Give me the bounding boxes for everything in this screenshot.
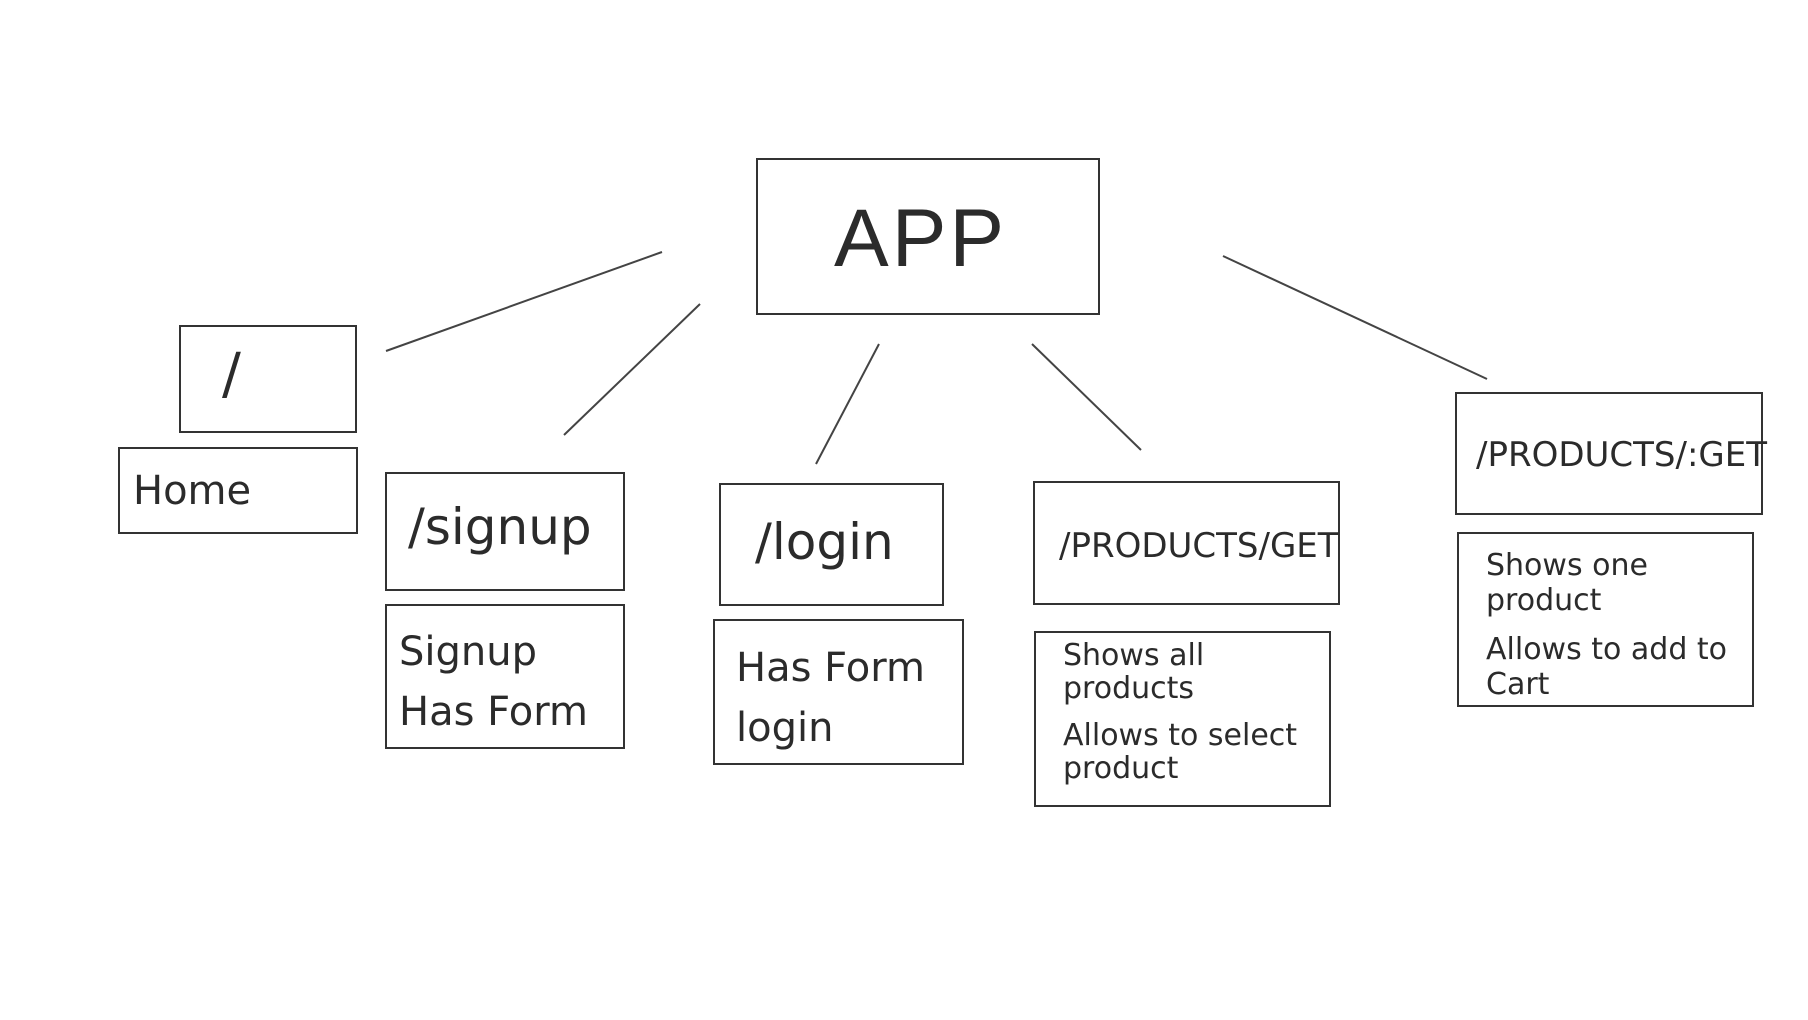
description-lines-signup: Signup Has Form: [399, 622, 588, 742]
description-node-home: Home: [118, 447, 358, 534]
description-line: products: [1063, 671, 1195, 706]
description-line: Shows all: [1063, 638, 1205, 673]
description-lines-login: Has Form login: [736, 638, 925, 758]
description-line: Allows to select: [1063, 718, 1298, 753]
route-label-login: /login: [755, 513, 894, 571]
description-lines-products: Shows all products Allows to select prod…: [1063, 639, 1297, 785]
description-node-products: Shows all products Allows to select prod…: [1034, 631, 1331, 807]
route-node-signup: /signup: [385, 472, 625, 591]
description-lines-product: Shows one product Allows to add to Cart: [1486, 548, 1727, 702]
description-line: Cart: [1486, 667, 1550, 702]
connector-app-product: [1222, 255, 1488, 380]
route-node-home: /: [179, 325, 357, 433]
app-root-node: APP: [756, 158, 1100, 315]
description-line: product: [1063, 751, 1179, 786]
route-label-product: /PRODUCTS/:GET: [1476, 435, 1768, 475]
description-line: Allows to add to: [1486, 632, 1728, 667]
description-line: Shows one: [1486, 548, 1648, 583]
route-node-products: /PRODUCTS/GET: [1033, 481, 1340, 605]
description-line: product: [1486, 583, 1602, 618]
description-node-login: Has Form login: [713, 619, 964, 765]
route-node-product: /PRODUCTS/:GET: [1455, 392, 1767, 515]
description-node-product: Shows one product Allows to add to Cart: [1457, 532, 1754, 707]
route-node-login: /login: [719, 483, 944, 606]
route-label-signup: /signup: [408, 498, 592, 556]
description-line: Has Form: [399, 689, 588, 735]
connector-app-home: [385, 251, 663, 352]
description-line: Home: [133, 468, 252, 514]
description-line: Has Form: [736, 645, 925, 691]
description-line: Signup: [399, 629, 537, 675]
connector-app-products: [1031, 343, 1142, 451]
description-line: login: [736, 705, 834, 751]
app-root-label: APP: [834, 193, 1008, 284]
connector-app-signup: [563, 303, 701, 436]
connector-app-login: [815, 343, 880, 465]
route-label-home: /: [222, 342, 241, 407]
description-node-signup: Signup Has Form: [385, 604, 625, 749]
route-label-products: /PRODUCTS/GET: [1059, 526, 1339, 566]
